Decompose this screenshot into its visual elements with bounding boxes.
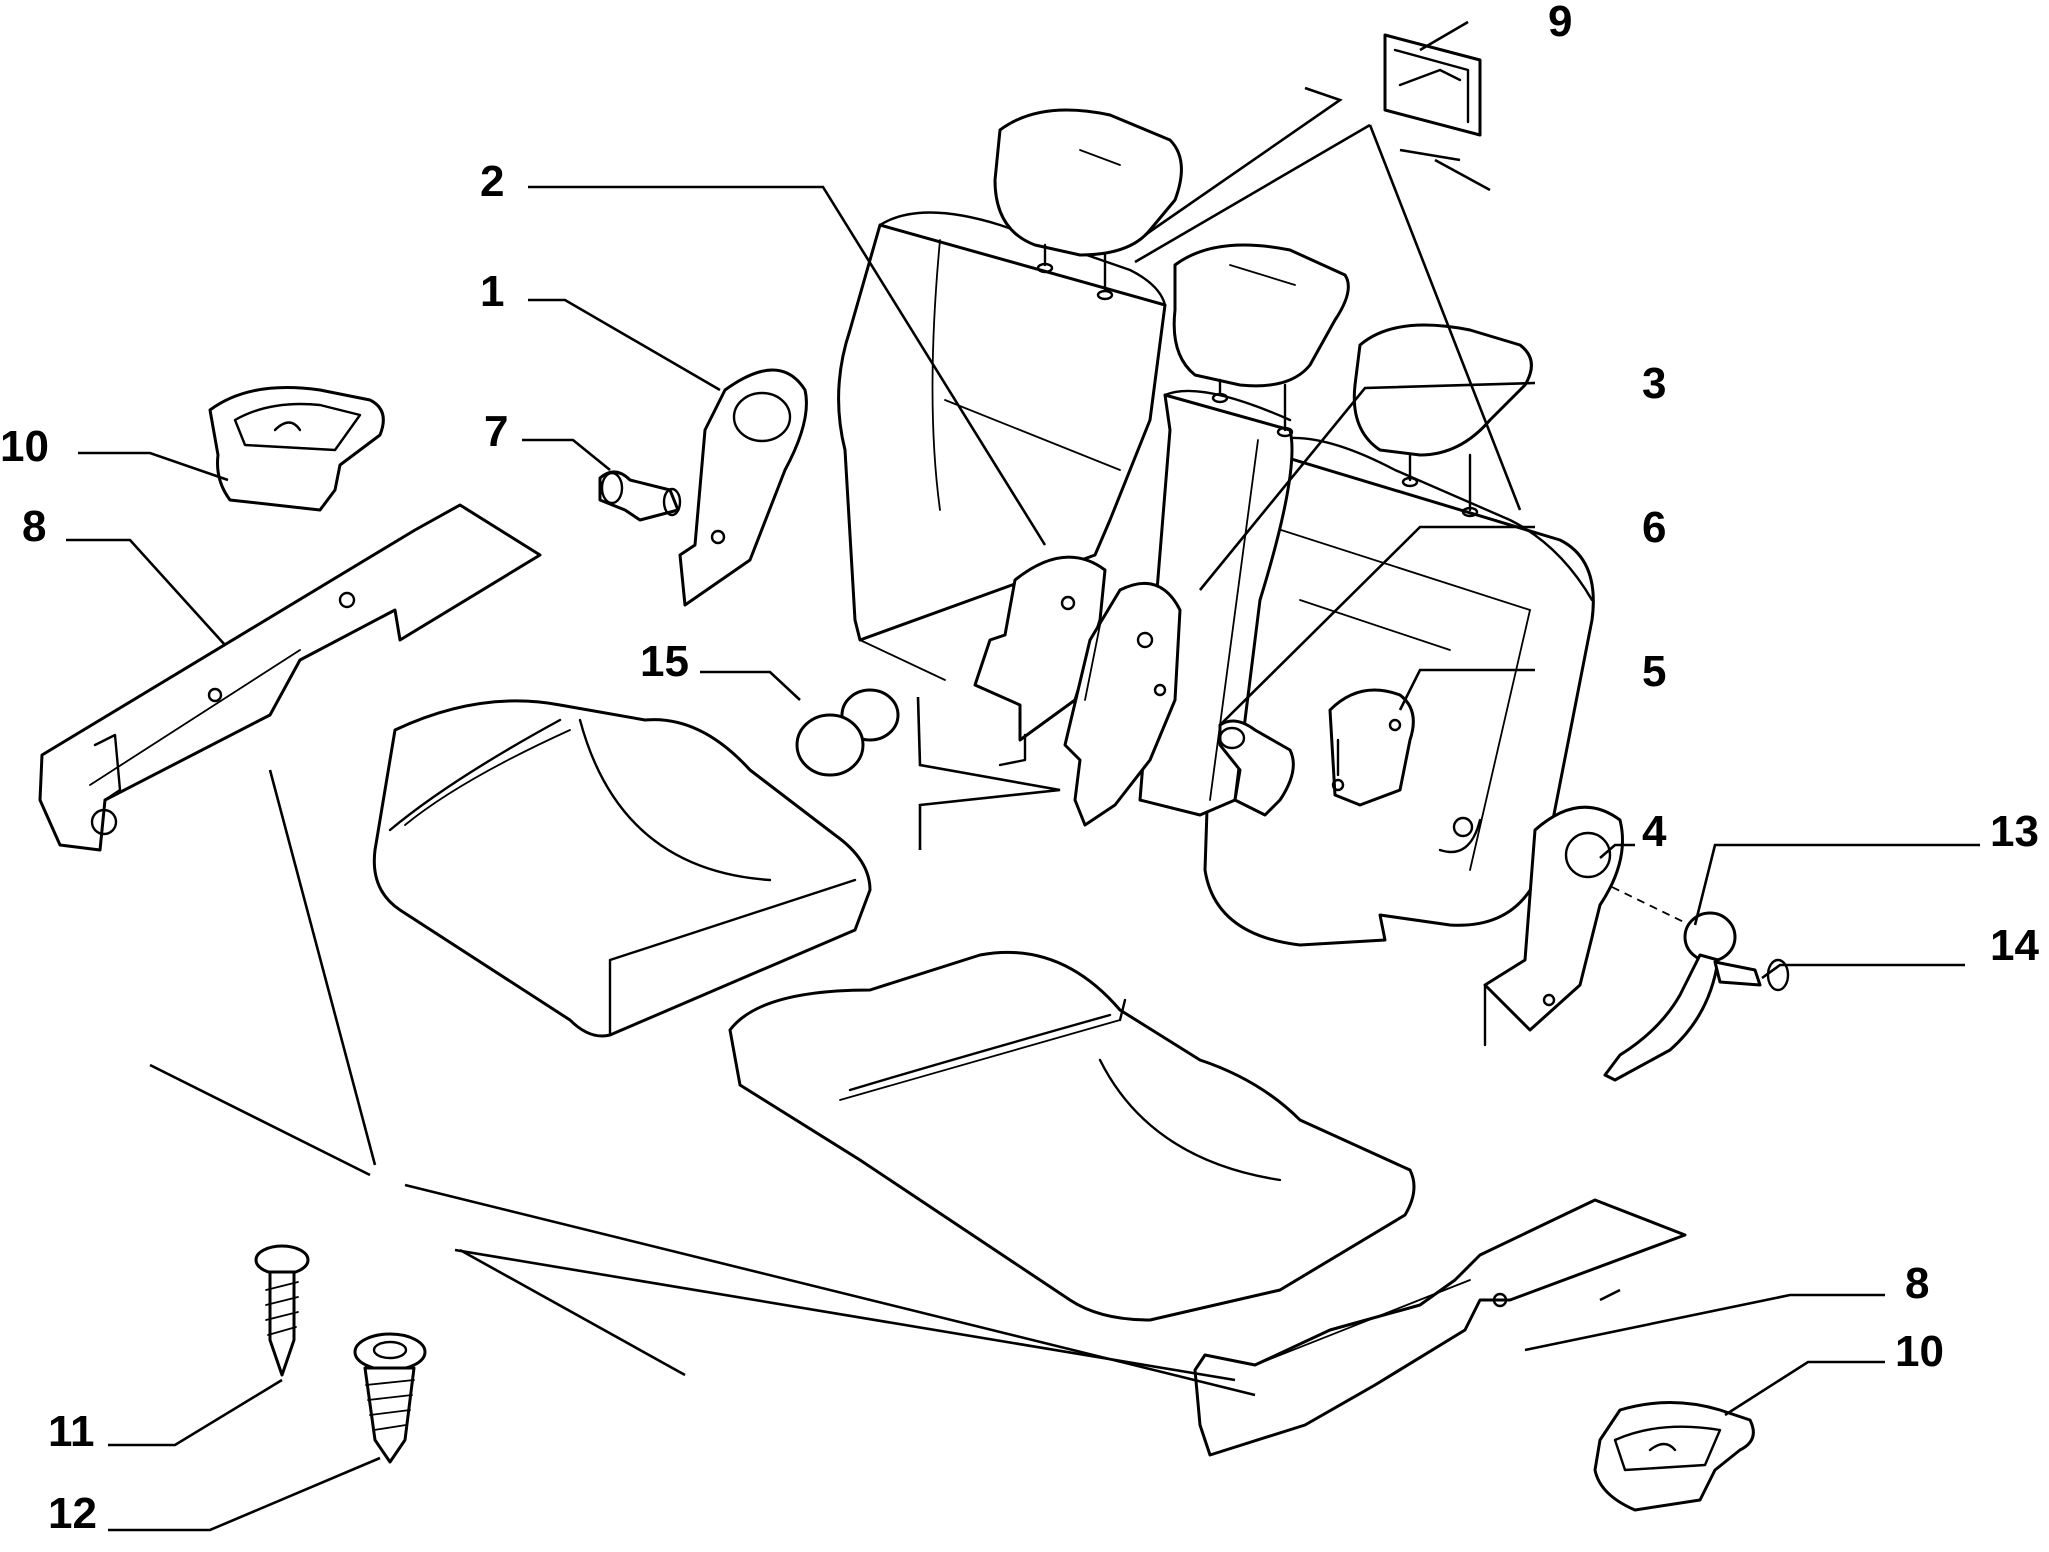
callout-10-upper: 10 [0,422,49,471]
callout-2: 2 [480,157,505,206]
callout-8-lower: 8 [1905,1259,1930,1308]
part-6-latch [1218,719,1295,817]
seat-cushion-right [728,950,1416,1322]
callout-11: 11 [48,1407,95,1456]
part-10-bezel-lower [1593,1401,1755,1512]
callout-5: 5 [1642,647,1667,696]
part-10-bezel-upper [208,386,385,512]
callout-14: 14 [1990,921,2039,970]
part-5-cover [1328,688,1415,807]
callout-4: 4 [1642,807,1667,856]
part-14-screw [1713,958,1790,992]
callout-3: 3 [1642,359,1667,408]
callout-6: 6 [1642,503,1667,552]
callout-1: 1 [480,267,505,316]
part-15-knob [795,688,900,777]
part-9-plate [1383,33,1482,137]
seat-backrest-middle [1138,389,1294,817]
callout-15: 15 [640,637,689,686]
part-7-pin [598,470,682,522]
headrest-left [993,108,1183,301]
seat-backrest-left [837,211,1167,681]
callout-8-upper: 8 [22,502,47,551]
part-8-rail-lower [1193,1198,1687,1457]
headrest-middle [1172,243,1350,438]
callout-13: 13 [1990,807,2039,856]
seat-cushion-left [372,699,872,1038]
callout-12: 12 [48,1489,97,1538]
part-1-hinge-plate [678,368,808,607]
part-3-bracket [1063,581,1182,827]
callout-10-lower: 10 [1895,1327,1944,1376]
part-13-lever [1603,886,1737,1082]
part-4-hinge-plate [1483,805,1624,1047]
leader-lines [66,20,1980,1532]
part-12-push-clip [353,1332,427,1464]
part-8-rail-upper [38,503,542,852]
callout-9: 9 [1548,0,1573,46]
callout-7: 7 [484,407,509,456]
part-2-bracket [973,555,1107,767]
part-11-screw [254,1244,310,1377]
